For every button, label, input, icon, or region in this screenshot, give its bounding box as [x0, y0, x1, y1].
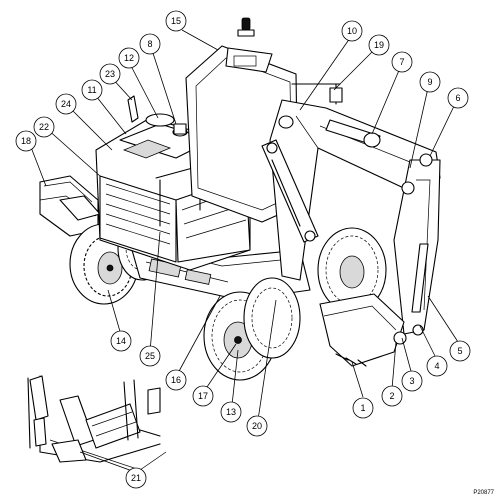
- callout-number: 12: [124, 53, 134, 63]
- callout-number: 17: [198, 391, 208, 401]
- bucket: [319, 293, 424, 367]
- callout-5: 5: [449, 340, 471, 362]
- callout-bubble: [341, 20, 363, 42]
- callout-bubble: [139, 345, 161, 367]
- callout-bubble: [449, 340, 471, 362]
- callout-9: 9: [419, 71, 441, 93]
- callout-bubble: [165, 10, 187, 32]
- callout-bubble: [110, 330, 132, 352]
- callout-13: 13: [220, 401, 242, 423]
- rear-wheel: [69, 215, 167, 305]
- callout-number: 13: [226, 407, 236, 417]
- callout-20: 20: [246, 415, 268, 437]
- callout-bubble: [118, 47, 140, 69]
- callout-24: 24: [55, 93, 77, 115]
- callout-7: 7: [391, 51, 413, 73]
- callout-15: 15: [165, 10, 187, 32]
- callout-number: 20: [252, 421, 262, 431]
- operator-cab: [185, 17, 343, 223]
- callout-bubble: [352, 397, 374, 419]
- callout-bubble: [220, 401, 242, 423]
- callout-bubble: [368, 34, 390, 56]
- callout-number: 24: [61, 99, 71, 109]
- callout-number: 1: [360, 403, 365, 413]
- callout-number: 15: [171, 16, 181, 26]
- callout-number: 19: [374, 40, 384, 50]
- callout-16: 16: [165, 369, 187, 391]
- callout-3: 3: [401, 370, 423, 392]
- callout-bubble: [33, 116, 55, 138]
- callout-6: 6: [447, 87, 469, 109]
- callout-number: 21: [131, 473, 141, 483]
- callout-number: 4: [434, 361, 439, 371]
- callout-number: 3: [409, 376, 414, 386]
- callout-23: 23: [99, 63, 121, 85]
- callout-bubble: [381, 385, 403, 407]
- callout-17: 17: [192, 385, 214, 407]
- callout-number: 14: [116, 336, 126, 346]
- callout-bubble: [81, 79, 103, 101]
- inset-detail: [27, 375, 167, 471]
- callout-number: 22: [39, 122, 49, 132]
- stick-arm: [393, 153, 441, 335]
- callout-1: 1: [352, 397, 374, 419]
- callout-number: 10: [347, 26, 357, 36]
- callouts: 1 2 3 4 5 6 7 8 9 10 11 12 13 14 15 16 1…: [15, 10, 471, 489]
- callout-number: 16: [171, 375, 181, 385]
- callout-bubble: [125, 467, 147, 489]
- callout-bubble: [426, 355, 448, 377]
- callout-number: 25: [145, 351, 155, 361]
- callout-number: 2: [389, 391, 394, 401]
- callout-12: 12: [118, 47, 140, 69]
- callout-bubble: [419, 71, 441, 93]
- callout-number: 8: [147, 39, 152, 49]
- callout-number: 5: [457, 346, 462, 356]
- front-wheel: [203, 227, 387, 381]
- callout-22: 22: [33, 116, 55, 138]
- callout-14: 14: [110, 330, 132, 352]
- callout-bubble: [99, 63, 121, 85]
- callout-bubble: [139, 33, 161, 55]
- callout-number: 7: [399, 57, 404, 67]
- callout-bubble: [391, 51, 413, 73]
- callout-10: 10: [341, 20, 363, 42]
- callout-number: 23: [105, 69, 115, 79]
- callout-number: 6: [455, 93, 460, 103]
- leader-lines: [28, 29, 461, 473]
- callout-11: 11: [81, 79, 103, 101]
- callout-bubble: [401, 370, 423, 392]
- callout-2: 2: [381, 385, 403, 407]
- callout-21: 21: [125, 467, 147, 489]
- callout-number: 11: [87, 85, 96, 95]
- callout-bubble: [55, 93, 77, 115]
- callout-bubble: [246, 415, 268, 437]
- callout-8: 8: [139, 33, 161, 55]
- callout-19: 19: [368, 34, 390, 56]
- callout-number: 18: [21, 136, 31, 146]
- callout-bubble: [447, 87, 469, 109]
- callout-bubble: [15, 130, 37, 152]
- callout-bubble: [165, 369, 187, 391]
- excavator-illustration: [27, 17, 441, 471]
- figure-reference-code: P20877: [473, 490, 494, 496]
- callout-bubble: [192, 385, 214, 407]
- callout-18: 18: [15, 130, 37, 152]
- callout-4: 4: [426, 355, 448, 377]
- callout-number: 9: [427, 77, 432, 87]
- callout-25: 25: [139, 345, 161, 367]
